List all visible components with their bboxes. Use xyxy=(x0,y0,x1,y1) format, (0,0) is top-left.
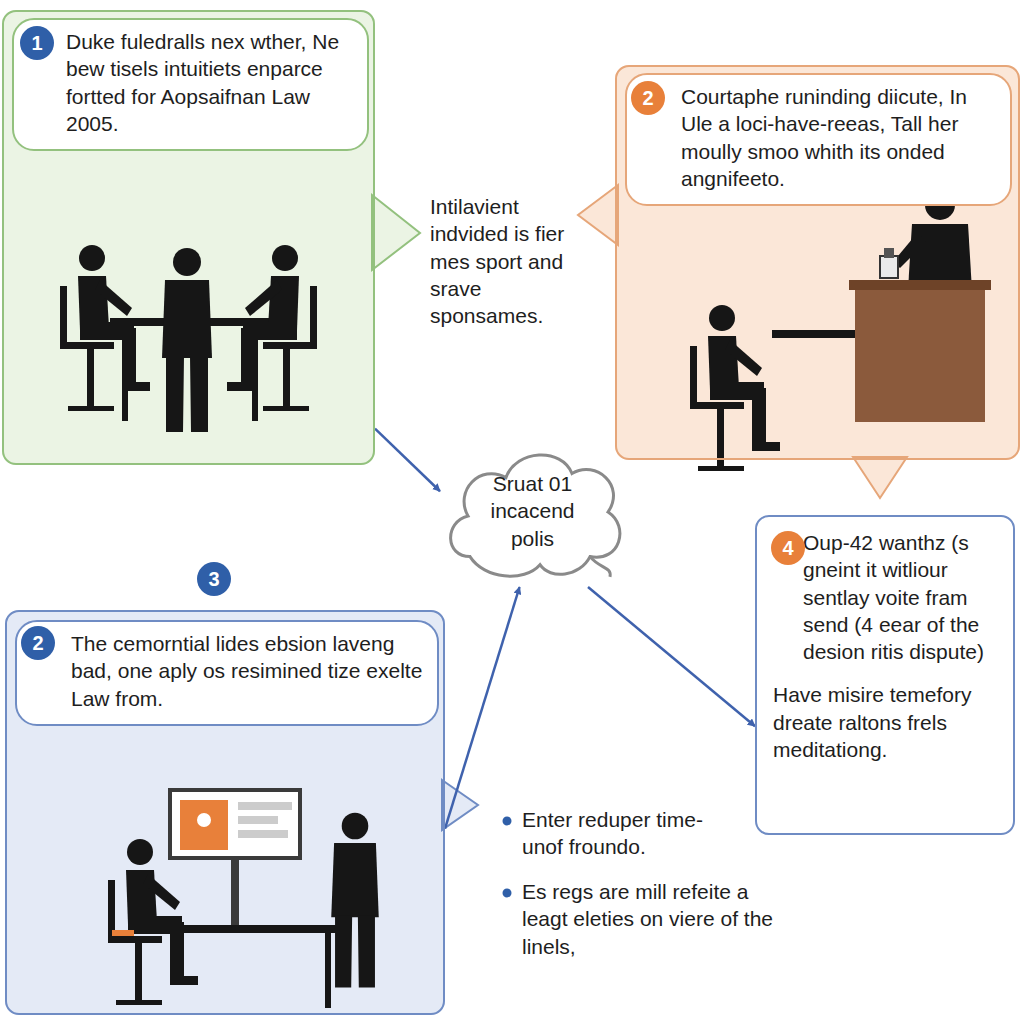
scene-panel: Oup-42 wanthz (s gneint it witliour sent… xyxy=(755,515,1015,835)
panel-fill xyxy=(5,610,445,1015)
screen-dot xyxy=(197,813,211,827)
monitor-stand xyxy=(231,858,239,925)
bullet-dot xyxy=(503,817,512,826)
callout-number: 2 xyxy=(21,626,55,660)
gavel xyxy=(884,248,894,258)
callout-number-text: 4 xyxy=(782,538,793,558)
seated-person xyxy=(227,245,317,411)
seated-person xyxy=(690,305,780,471)
cloud-node: Sruat 01 incacend polis xyxy=(440,435,625,587)
callout-number-text: 3 xyxy=(208,569,219,589)
panel-pointer xyxy=(853,457,907,498)
table-leg xyxy=(325,933,331,1008)
panel-text: Duke fuledralls nex wther, Ne bew tisels… xyxy=(12,18,369,151)
standing-person xyxy=(331,813,379,988)
panel-text: Courtaphe runinding diicute, In Ule a lo… xyxy=(625,73,1012,206)
callout-number: 1 xyxy=(20,26,54,60)
bullet-text: Es regs are mill refeite a leagt eleties… xyxy=(522,878,777,960)
callout-number-text: 2 xyxy=(32,633,43,653)
flow-arrow xyxy=(375,429,440,492)
scene-panel: Duke fuledralls nex wther, Ne bew tisels… xyxy=(2,10,375,465)
screen-bar xyxy=(238,802,292,810)
flow-arrow xyxy=(588,587,755,726)
callout-number-text: 2 xyxy=(642,88,653,108)
flow-arrow xyxy=(445,587,520,829)
podium xyxy=(855,284,985,422)
cloud-text: Sruat 01 incacend polis xyxy=(473,470,593,552)
bullet-text: Enter reduper time-unof froundo. xyxy=(522,806,737,861)
screen-block xyxy=(180,800,228,850)
callout-number: 3 xyxy=(197,562,231,596)
scene-panel: The cemorntial lides ebsion laveng bad, … xyxy=(5,610,445,1015)
podium-top xyxy=(849,280,991,290)
panel-fill xyxy=(615,65,1020,460)
panel-text: Have misire temefory dreate raltons frel… xyxy=(757,665,1013,775)
panel-fill xyxy=(755,515,1015,835)
callout-number-text: 1 xyxy=(31,33,42,53)
court-illustration xyxy=(690,190,991,471)
seated-person xyxy=(108,839,198,1005)
panel-fill xyxy=(2,10,375,465)
panel-pointer xyxy=(578,185,618,245)
screen-bar xyxy=(238,816,278,824)
bullet-dot xyxy=(503,889,512,898)
standing-person xyxy=(162,248,212,432)
scene-panel: Courtaphe runinding diicute, In Ule a lo… xyxy=(615,65,1020,460)
monitor xyxy=(170,790,300,858)
note-text: Intilavient indvided is fier mes sport a… xyxy=(430,193,582,329)
callout-number: 4 xyxy=(771,531,805,565)
screen-bar xyxy=(238,830,288,838)
seated-person xyxy=(60,245,150,411)
panel-text: The cemorntial lides ebsion laveng bad, … xyxy=(15,620,439,726)
computer-illustration xyxy=(108,790,379,1008)
meeting-illustration xyxy=(60,245,317,432)
seat-accent xyxy=(112,930,134,936)
cloud-curl xyxy=(590,557,610,577)
callout-number: 2 xyxy=(631,81,665,115)
cloud-shape xyxy=(451,455,620,576)
panel-pointer xyxy=(372,195,420,270)
gavel-block xyxy=(880,256,898,278)
